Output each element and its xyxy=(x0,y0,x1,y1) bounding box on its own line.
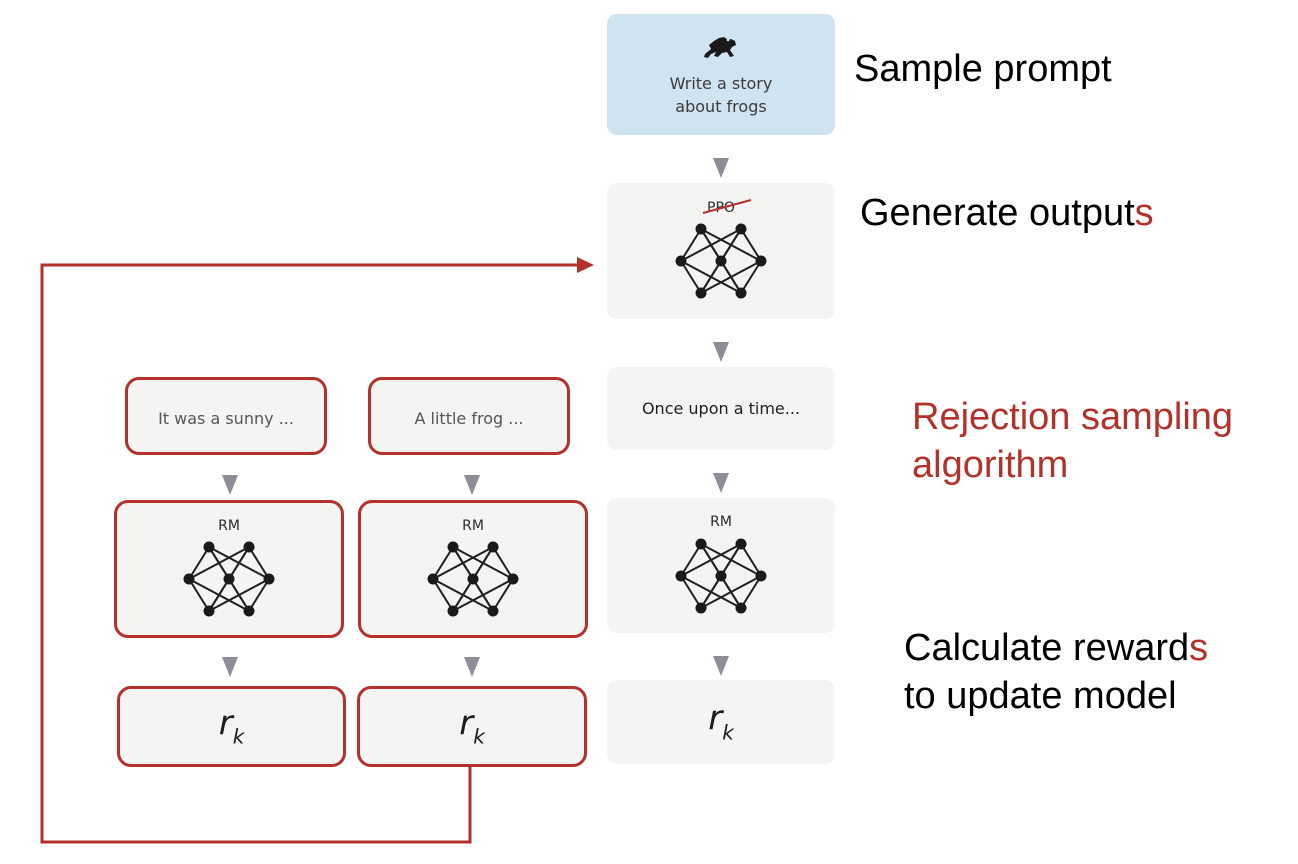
down-arrow-icon xyxy=(222,475,238,495)
reward-1-box: rk xyxy=(117,686,346,767)
prompt-line-2: about frogs xyxy=(675,97,767,116)
down-arrow-icon xyxy=(222,657,238,677)
output-sample-1-box: It was a sunny ... xyxy=(125,377,327,455)
reward-model-label: RM xyxy=(218,518,240,534)
reward-model-label: RM xyxy=(710,514,732,530)
label-rejection-sampling: Rejection sampling algorithm xyxy=(912,396,1234,486)
reward-main-box: rk xyxy=(607,680,835,764)
label-calculate-rewards: Calculate rewards to update model xyxy=(904,627,1209,717)
output-main-box: Once upon a time... xyxy=(607,367,835,450)
reward-model-1-box: RM xyxy=(114,500,344,638)
down-arrow-icon xyxy=(713,473,729,493)
reward-symbol: rk xyxy=(708,698,734,745)
policy-model-box: PPO xyxy=(607,183,835,319)
output-sample-2-box: A little frog ... xyxy=(368,377,570,455)
output-main-text: Once upon a time... xyxy=(641,399,801,418)
prompt-line-1: Write a story xyxy=(669,74,773,93)
down-arrow-icon xyxy=(713,656,729,676)
down-arrow-icon xyxy=(713,158,729,178)
neural-network-icon xyxy=(675,223,767,299)
output-sample-1-text: It was a sunny ... xyxy=(158,409,294,428)
output-sample-2-text: A little frog ... xyxy=(414,409,524,428)
frog-icon xyxy=(704,37,736,58)
ppo-strikethrough xyxy=(702,199,752,214)
label-generate-outputs: Generate outputs xyxy=(860,192,1154,234)
down-arrow-icon xyxy=(713,342,729,362)
down-arrow-icon xyxy=(464,657,480,677)
reward-symbol: rk xyxy=(218,702,245,749)
prompt-box: Write a story about frogs xyxy=(607,14,835,135)
reward-model-main-box: RM xyxy=(607,498,835,633)
neural-network-icon xyxy=(183,541,275,617)
reward-model-label: RM xyxy=(462,518,484,534)
reward-symbol: rk xyxy=(459,702,485,749)
down-arrow-icon xyxy=(464,475,480,495)
reward-model-2-box: RM xyxy=(358,500,588,638)
label-sample-prompt: Sample prompt xyxy=(854,48,1112,90)
reward-2-box: rk xyxy=(357,686,587,767)
neural-network-icon xyxy=(427,541,519,617)
neural-network-icon xyxy=(675,538,767,614)
